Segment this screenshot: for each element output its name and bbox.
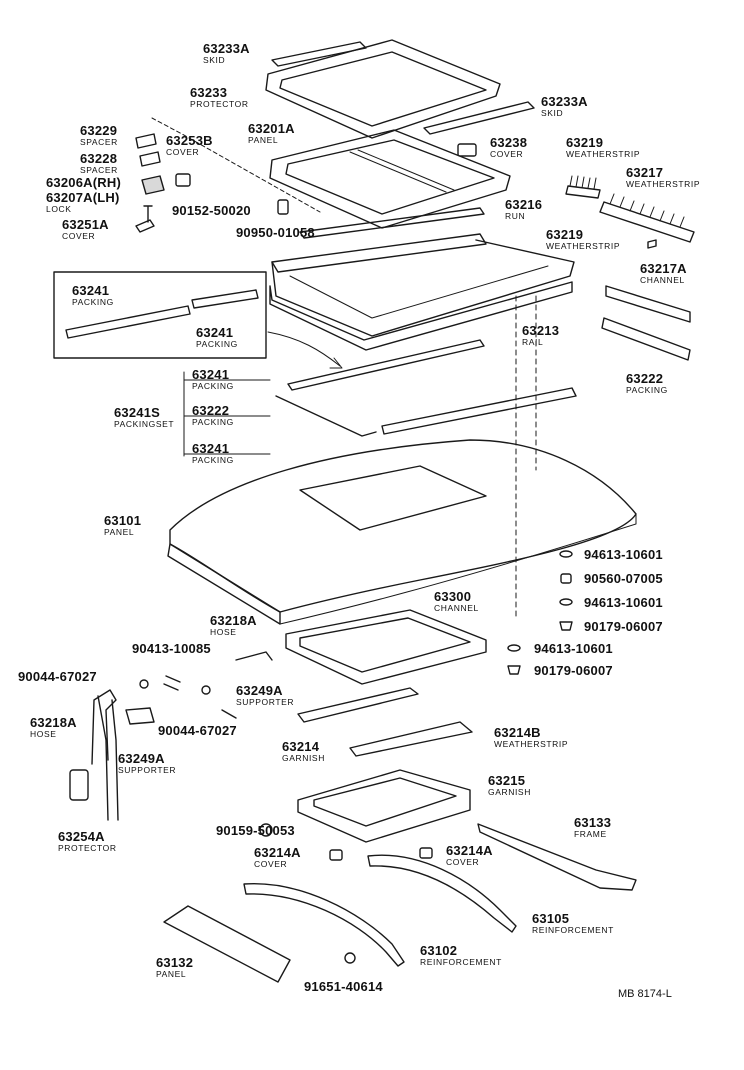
glass-panel-part	[269, 129, 511, 229]
label-90044-67027-b: 90044-67027	[158, 723, 237, 738]
label-94613-10601-c: 94613-10601	[534, 641, 613, 656]
cover-63214A-right-part	[419, 847, 433, 859]
label-90179-06007-b: 90179-06007	[534, 663, 613, 678]
reinforcement-63102-part	[243, 882, 405, 967]
skid-right-part	[423, 101, 535, 135]
garnish-part	[297, 769, 471, 843]
fasteners-right	[507, 550, 573, 675]
label-91651-40614: 91651-40614	[304, 979, 383, 994]
panel-63132-part	[163, 905, 291, 983]
diagram-id: MB 8174-L	[618, 988, 672, 1000]
label-90560-07005: 90560-07005	[584, 571, 663, 586]
cover-63214A-left-part	[329, 849, 343, 861]
frame-63133-part	[477, 823, 637, 891]
packing-set-part	[183, 339, 577, 457]
label-90950-01058: 90950-01058	[236, 225, 315, 240]
protector-frame-part	[265, 39, 501, 139]
upper-frame-part	[269, 233, 575, 351]
weatherstrip-63214B-part	[297, 687, 419, 723]
roof-panel-part	[167, 439, 637, 625]
reinforcement-63105-part	[367, 854, 517, 933]
screw-90159-part	[259, 823, 273, 837]
label-94613-10601-a: 94613-10601	[584, 547, 663, 562]
label-90179-06007-a: 90179-06007	[584, 619, 663, 634]
cover-63238-part	[457, 143, 477, 157]
packing-right-part	[601, 317, 691, 361]
skid-top-part	[271, 41, 367, 67]
label-90152-50020: 90152-50020	[172, 203, 251, 218]
channel-frame-part	[285, 609, 487, 685]
weatherstrip-lower-part	[349, 721, 473, 757]
run-part	[299, 207, 485, 239]
label-94613-10601-b: 94613-10601	[584, 595, 663, 610]
label-90044-67027-a: 90044-67027	[18, 669, 97, 684]
label-63207A-lock: 63207A(LH)LOCK	[46, 190, 120, 214]
label-63206A-rh: 63206A(RH)	[46, 175, 121, 190]
label-90159-50053: 90159-50053	[216, 823, 295, 838]
hose-hardware-part	[69, 651, 273, 821]
weatherstrip-brushes-part	[565, 175, 695, 249]
packing-box	[53, 271, 343, 369]
bolt-91651-part	[344, 952, 356, 964]
channel-part	[605, 285, 691, 323]
label-90413-10085: 90413-10085	[132, 641, 211, 656]
lock-hardware-part	[135, 117, 321, 233]
